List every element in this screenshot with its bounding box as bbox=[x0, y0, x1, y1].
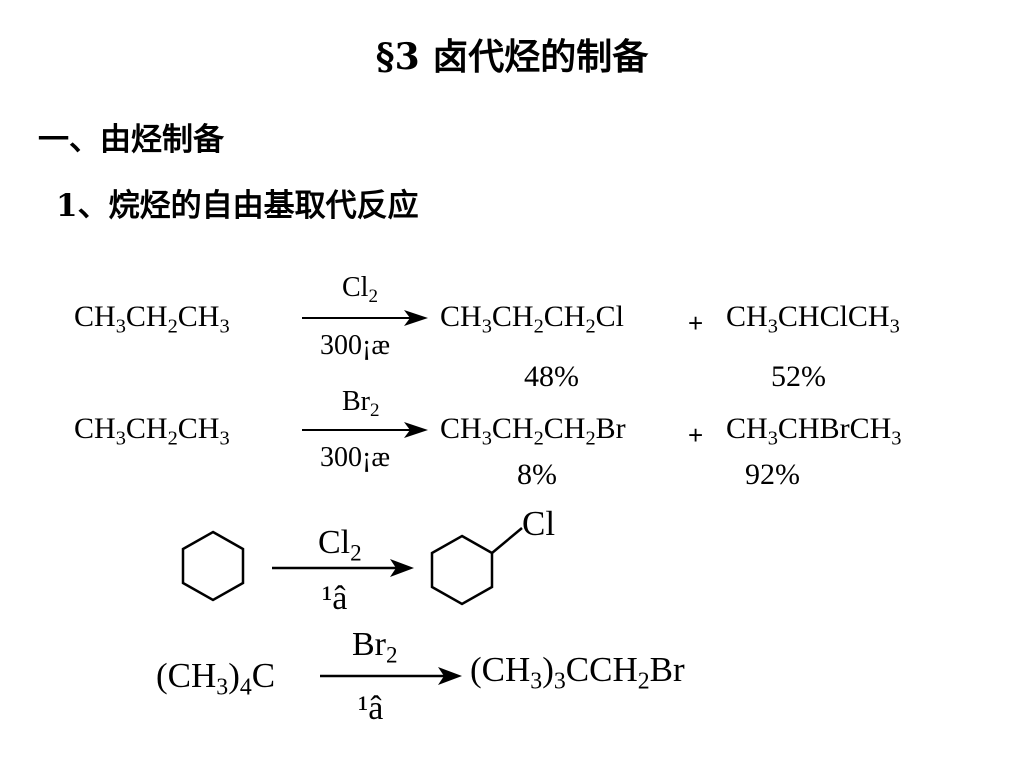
reaction-3-reagent: Cl2 bbox=[318, 524, 362, 567]
slide-title: §3 卤代烃的制备 bbox=[375, 36, 649, 78]
subsection-heading: 1、烷烃的自由基取代反应 bbox=[56, 188, 419, 224]
chlorocyclohexane-ring bbox=[430, 534, 494, 606]
reaction-3-substituent: Cl bbox=[522, 504, 556, 543]
reaction-1-reactant: CH3CH2CH3 bbox=[74, 300, 230, 338]
reaction-4-condition: ¹â bbox=[358, 690, 384, 727]
reaction-2-condition: 300¡æ bbox=[320, 442, 390, 473]
reaction-2-product-1: CH3CH2CH2Br bbox=[440, 412, 626, 450]
reaction-4-reagent: Br2 bbox=[352, 626, 398, 669]
reaction-2-reagent: Br2 bbox=[342, 386, 380, 422]
reaction-4-product: (CH3)3CCH2Br bbox=[470, 650, 685, 695]
reaction-4-reactant: (CH3)4C bbox=[156, 656, 276, 701]
cyclohexane-ring bbox=[181, 530, 245, 602]
reaction-4-arrow bbox=[320, 667, 462, 685]
reaction-1-product-1: CH3CH2CH2Cl bbox=[440, 300, 625, 338]
reaction-1-plus: + bbox=[688, 308, 704, 338]
reaction-3-condition: ¹â bbox=[322, 580, 348, 617]
reaction-2-yield-1: 8% bbox=[517, 458, 557, 491]
reaction-1-condition: 300¡æ bbox=[320, 330, 390, 361]
reaction-2-yield-2: 92% bbox=[745, 458, 800, 491]
reaction-1-yield-1: 48% bbox=[524, 360, 579, 393]
reaction-1-reagent: Cl2 bbox=[342, 272, 378, 308]
reaction-2-plus: + bbox=[688, 420, 704, 450]
reaction-2-arrow bbox=[302, 422, 428, 438]
reaction-1-product-2: CH3CHClCH3 bbox=[726, 300, 900, 338]
reaction-1-arrow bbox=[302, 310, 428, 326]
c-cl-bond bbox=[491, 527, 523, 554]
reaction-2-reactant: CH3CH2CH3 bbox=[74, 412, 230, 450]
reaction-3-arrow bbox=[272, 559, 414, 577]
section-heading: 一、由烃制备 bbox=[38, 122, 224, 158]
reaction-2-product-2: CH3CHBrCH3 bbox=[726, 412, 902, 450]
reaction-1-yield-2: 52% bbox=[771, 360, 826, 393]
